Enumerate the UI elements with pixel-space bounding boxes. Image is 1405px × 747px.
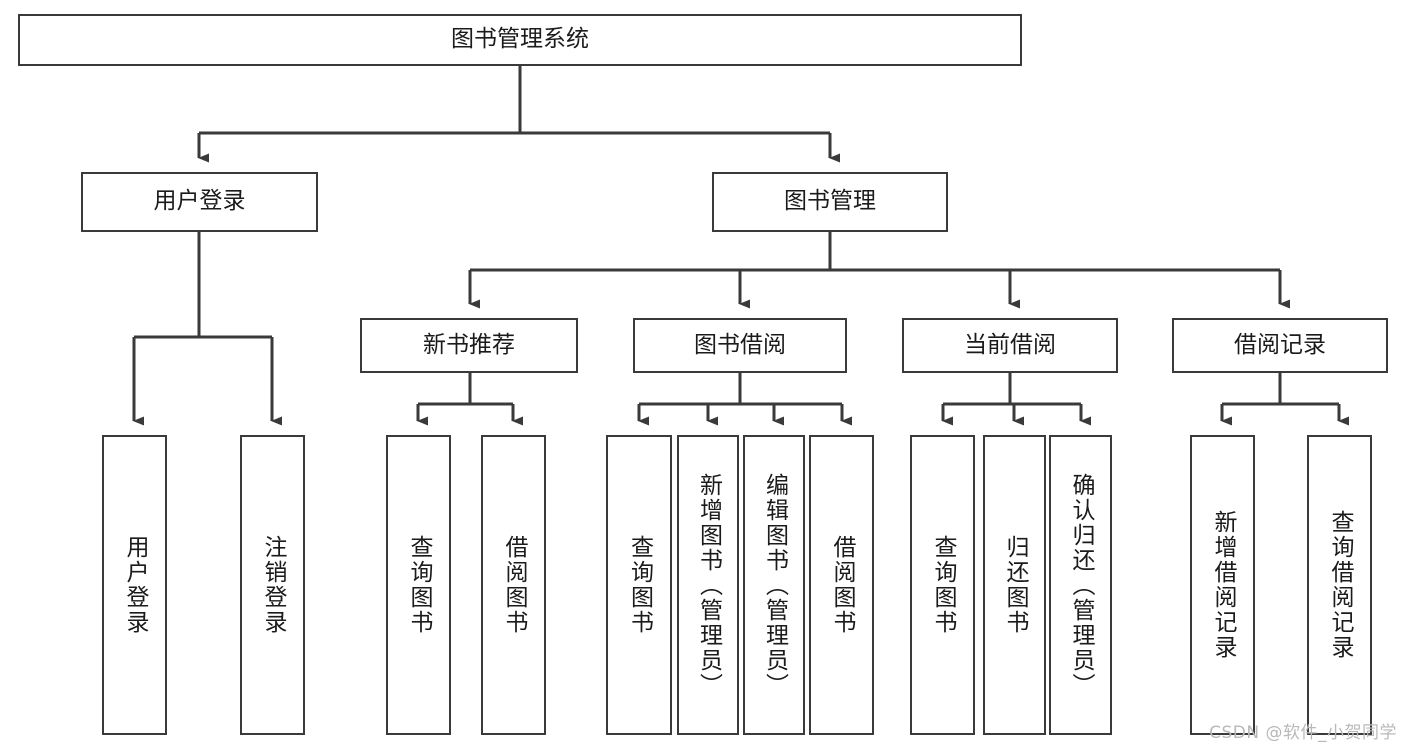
node-new-book-rec[interactable]: 新书推荐: [360, 318, 578, 373]
node-leaf-confirm-return[interactable]: 确认归还（管理员）: [1049, 435, 1112, 735]
node-leaf-borrow-book-rec[interactable]: 借阅图书: [481, 435, 546, 735]
node-leaf-edit-book-label: 编辑图书（管理员）: [761, 472, 788, 698]
node-leaf-query-book-rec-label: 查询图书: [406, 535, 432, 635]
node-leaf-borrow-book[interactable]: 借阅图书: [809, 435, 874, 735]
node-user-login-label: 用户登录: [153, 188, 246, 215]
node-leaf-query-book-rec[interactable]: 查询图书: [386, 435, 451, 735]
node-leaf-user-login[interactable]: 用户登录: [102, 435, 167, 735]
node-leaf-query-book-current-label: 查询图书: [930, 535, 956, 635]
node-leaf-return-book[interactable]: 归还图书: [983, 435, 1046, 735]
node-root[interactable]: 图书管理系统: [18, 14, 1022, 66]
node-book-admin[interactable]: 图书管理: [712, 172, 948, 232]
node-root-label: 图书管理系统: [451, 26, 589, 53]
node-leaf-user-logout-label: 注销登录: [260, 535, 286, 635]
node-leaf-user-logout[interactable]: 注销登录: [240, 435, 305, 735]
node-user-login[interactable]: 用户登录: [81, 172, 318, 232]
watermark-text: CSDN @软件_小贺同学: [1209, 723, 1397, 743]
node-leaf-add-book[interactable]: 新增图书（管理员）: [677, 435, 739, 735]
node-leaf-add-record-label: 新增借阅记录: [1210, 510, 1236, 660]
node-leaf-query-record-label: 查询借阅记录: [1327, 510, 1353, 660]
node-leaf-user-login-label: 用户登录: [122, 535, 148, 635]
node-leaf-query-book-borrow-label: 查询图书: [626, 535, 653, 635]
node-leaf-add-record[interactable]: 新增借阅记录: [1190, 435, 1255, 735]
node-leaf-query-book-current[interactable]: 查询图书: [910, 435, 975, 735]
node-book-admin-label: 图书管理: [784, 188, 876, 215]
node-leaf-return-book-label: 归还图书: [1002, 535, 1028, 635]
node-leaf-borrow-book-rec-label: 借阅图书: [501, 535, 527, 635]
node-current-borrow[interactable]: 当前借阅: [902, 318, 1118, 373]
node-leaf-query-record[interactable]: 查询借阅记录: [1307, 435, 1372, 735]
node-new-book-rec-label: 新书推荐: [423, 331, 515, 358]
node-leaf-query-book-borrow[interactable]: 查询图书: [606, 435, 672, 735]
node-book-borrow-label: 图书借阅: [694, 331, 786, 358]
node-book-borrow[interactable]: 图书借阅: [633, 318, 847, 373]
node-current-borrow-label: 当前借阅: [964, 331, 1056, 358]
node-borrow-record[interactable]: 借阅记录: [1172, 318, 1388, 373]
node-leaf-borrow-book-label: 借阅图书: [829, 535, 855, 635]
node-borrow-record-label: 借阅记录: [1234, 331, 1326, 358]
node-leaf-edit-book[interactable]: 编辑图书（管理员）: [743, 435, 805, 735]
node-leaf-confirm-return-label: 确认归还（管理员）: [1068, 472, 1094, 698]
node-leaf-add-book-label: 新增图书（管理员）: [695, 472, 722, 698]
